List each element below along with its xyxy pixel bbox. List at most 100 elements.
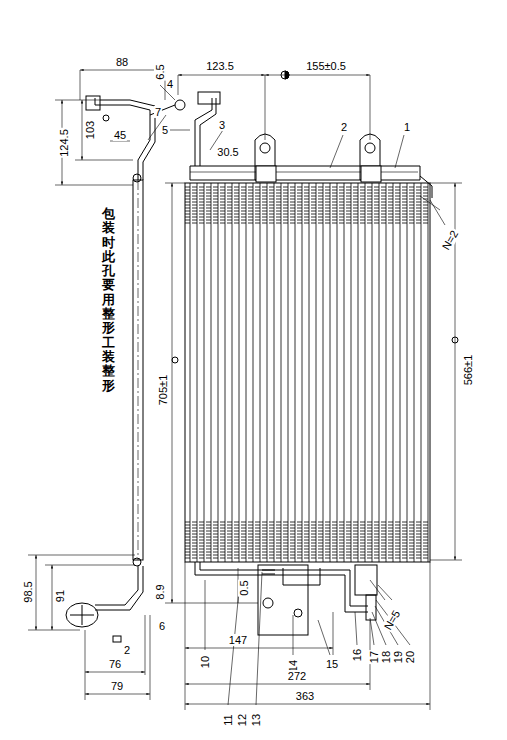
callout-number: 13 <box>250 713 262 727</box>
tube-line <box>211 183 212 562</box>
dimension-label: 272 <box>287 670 307 682</box>
tube-line <box>295 183 296 562</box>
callout-number: 2 <box>340 121 348 133</box>
fin-band <box>185 223 430 224</box>
tube-line <box>246 183 247 562</box>
fin-band <box>185 205 430 206</box>
tube-line <box>281 183 282 562</box>
tube-line <box>365 183 366 562</box>
callout-number: 4 <box>166 78 174 90</box>
tube-line <box>330 183 331 562</box>
callout-number: 10 <box>199 655 211 669</box>
fin-band <box>185 522 430 523</box>
inlet-flange <box>198 92 220 104</box>
dimension-label: 155±0.5 <box>305 60 347 72</box>
dimension-label: 363 <box>295 690 315 702</box>
fin-band <box>185 196 430 197</box>
dimension-label: 566±1 <box>462 354 474 387</box>
tube-line <box>316 183 317 562</box>
outlet-pipe <box>195 562 368 612</box>
inlet-pipe <box>195 98 216 166</box>
note: 包装时此孔要用整形工装整形 <box>102 206 115 394</box>
tube-line <box>323 183 324 562</box>
callout-number: 16 <box>351 648 363 662</box>
fin-band <box>185 190 430 191</box>
tube-line <box>372 183 373 562</box>
dimension-label: 91 <box>54 589 66 603</box>
callout-number: 18 <box>380 650 392 664</box>
tube-line <box>302 183 303 562</box>
tube-line <box>379 183 380 562</box>
tube-line <box>309 183 310 562</box>
tube-line <box>337 183 338 562</box>
fin-band <box>185 558 430 559</box>
dimension-label: 103 <box>84 120 96 140</box>
tube-line <box>204 183 205 562</box>
bottom-block <box>355 565 377 595</box>
callout-number: 7 <box>154 106 162 118</box>
fin-band <box>185 187 430 188</box>
tube-line <box>197 183 198 562</box>
tube-line <box>232 183 233 562</box>
tube-line <box>267 183 268 562</box>
dimension-label: 6.5 <box>154 63 166 80</box>
dimension-label: 705±1 <box>157 374 169 407</box>
tube-line <box>393 183 394 562</box>
fin-band <box>185 546 430 547</box>
tube-line <box>358 183 359 562</box>
fin-band <box>185 540 430 541</box>
fin-band <box>185 525 430 526</box>
tube-line <box>351 183 352 562</box>
side-bottom-bracket <box>95 566 143 610</box>
tube-line <box>386 183 387 562</box>
fin-band <box>185 549 430 550</box>
dimension-label: 2 <box>123 644 131 656</box>
fin-band <box>185 555 430 556</box>
tube-line <box>218 183 219 562</box>
dimension-label: 88 <box>115 56 129 68</box>
fin-band <box>185 208 430 209</box>
dimension-label: 0.5 <box>238 579 250 596</box>
callout-number: 11 <box>222 713 234 726</box>
tube-line <box>288 183 289 562</box>
side-view-core <box>133 180 143 560</box>
fin-band <box>185 211 430 212</box>
fin-band <box>185 202 430 203</box>
fin-band <box>185 220 430 221</box>
callout-number: 6 <box>158 620 166 632</box>
fin-band <box>185 214 430 215</box>
tube-line <box>260 183 261 562</box>
tube-line <box>400 183 401 562</box>
tube-line <box>190 183 191 562</box>
fitting <box>366 595 376 620</box>
callout-number: 3 <box>218 119 226 131</box>
fin-band <box>185 531 430 532</box>
dimension-label: N=2 <box>439 227 461 253</box>
tube-line <box>407 183 408 562</box>
core-outline <box>185 183 430 562</box>
fin-band <box>185 543 430 544</box>
tube-line <box>274 183 275 562</box>
dimension-label: 45 <box>113 129 127 141</box>
fin-band <box>185 528 430 529</box>
dimension-label: 123.5 <box>205 60 235 72</box>
fin-band <box>185 199 430 200</box>
callout-number: 20 <box>404 650 416 664</box>
tube-line <box>344 183 345 562</box>
callout-number: 17 <box>368 650 380 664</box>
dimension-label: 8.9 <box>154 583 166 600</box>
tube-line <box>225 183 226 562</box>
dimension-label: 30.5 <box>216 146 239 158</box>
dimension-label: 79 <box>110 680 124 692</box>
dimension-label: 124.5 <box>58 128 70 158</box>
callout-number: 19 <box>392 650 404 664</box>
dimension-label: 147 <box>228 634 248 646</box>
callout-number: 12 <box>236 713 248 727</box>
fin-band <box>185 552 430 553</box>
fin-band <box>185 217 430 218</box>
tube-line <box>428 183 429 562</box>
fin-band <box>185 193 430 194</box>
callout-number: 5 <box>161 124 169 136</box>
tube-line <box>239 183 240 562</box>
